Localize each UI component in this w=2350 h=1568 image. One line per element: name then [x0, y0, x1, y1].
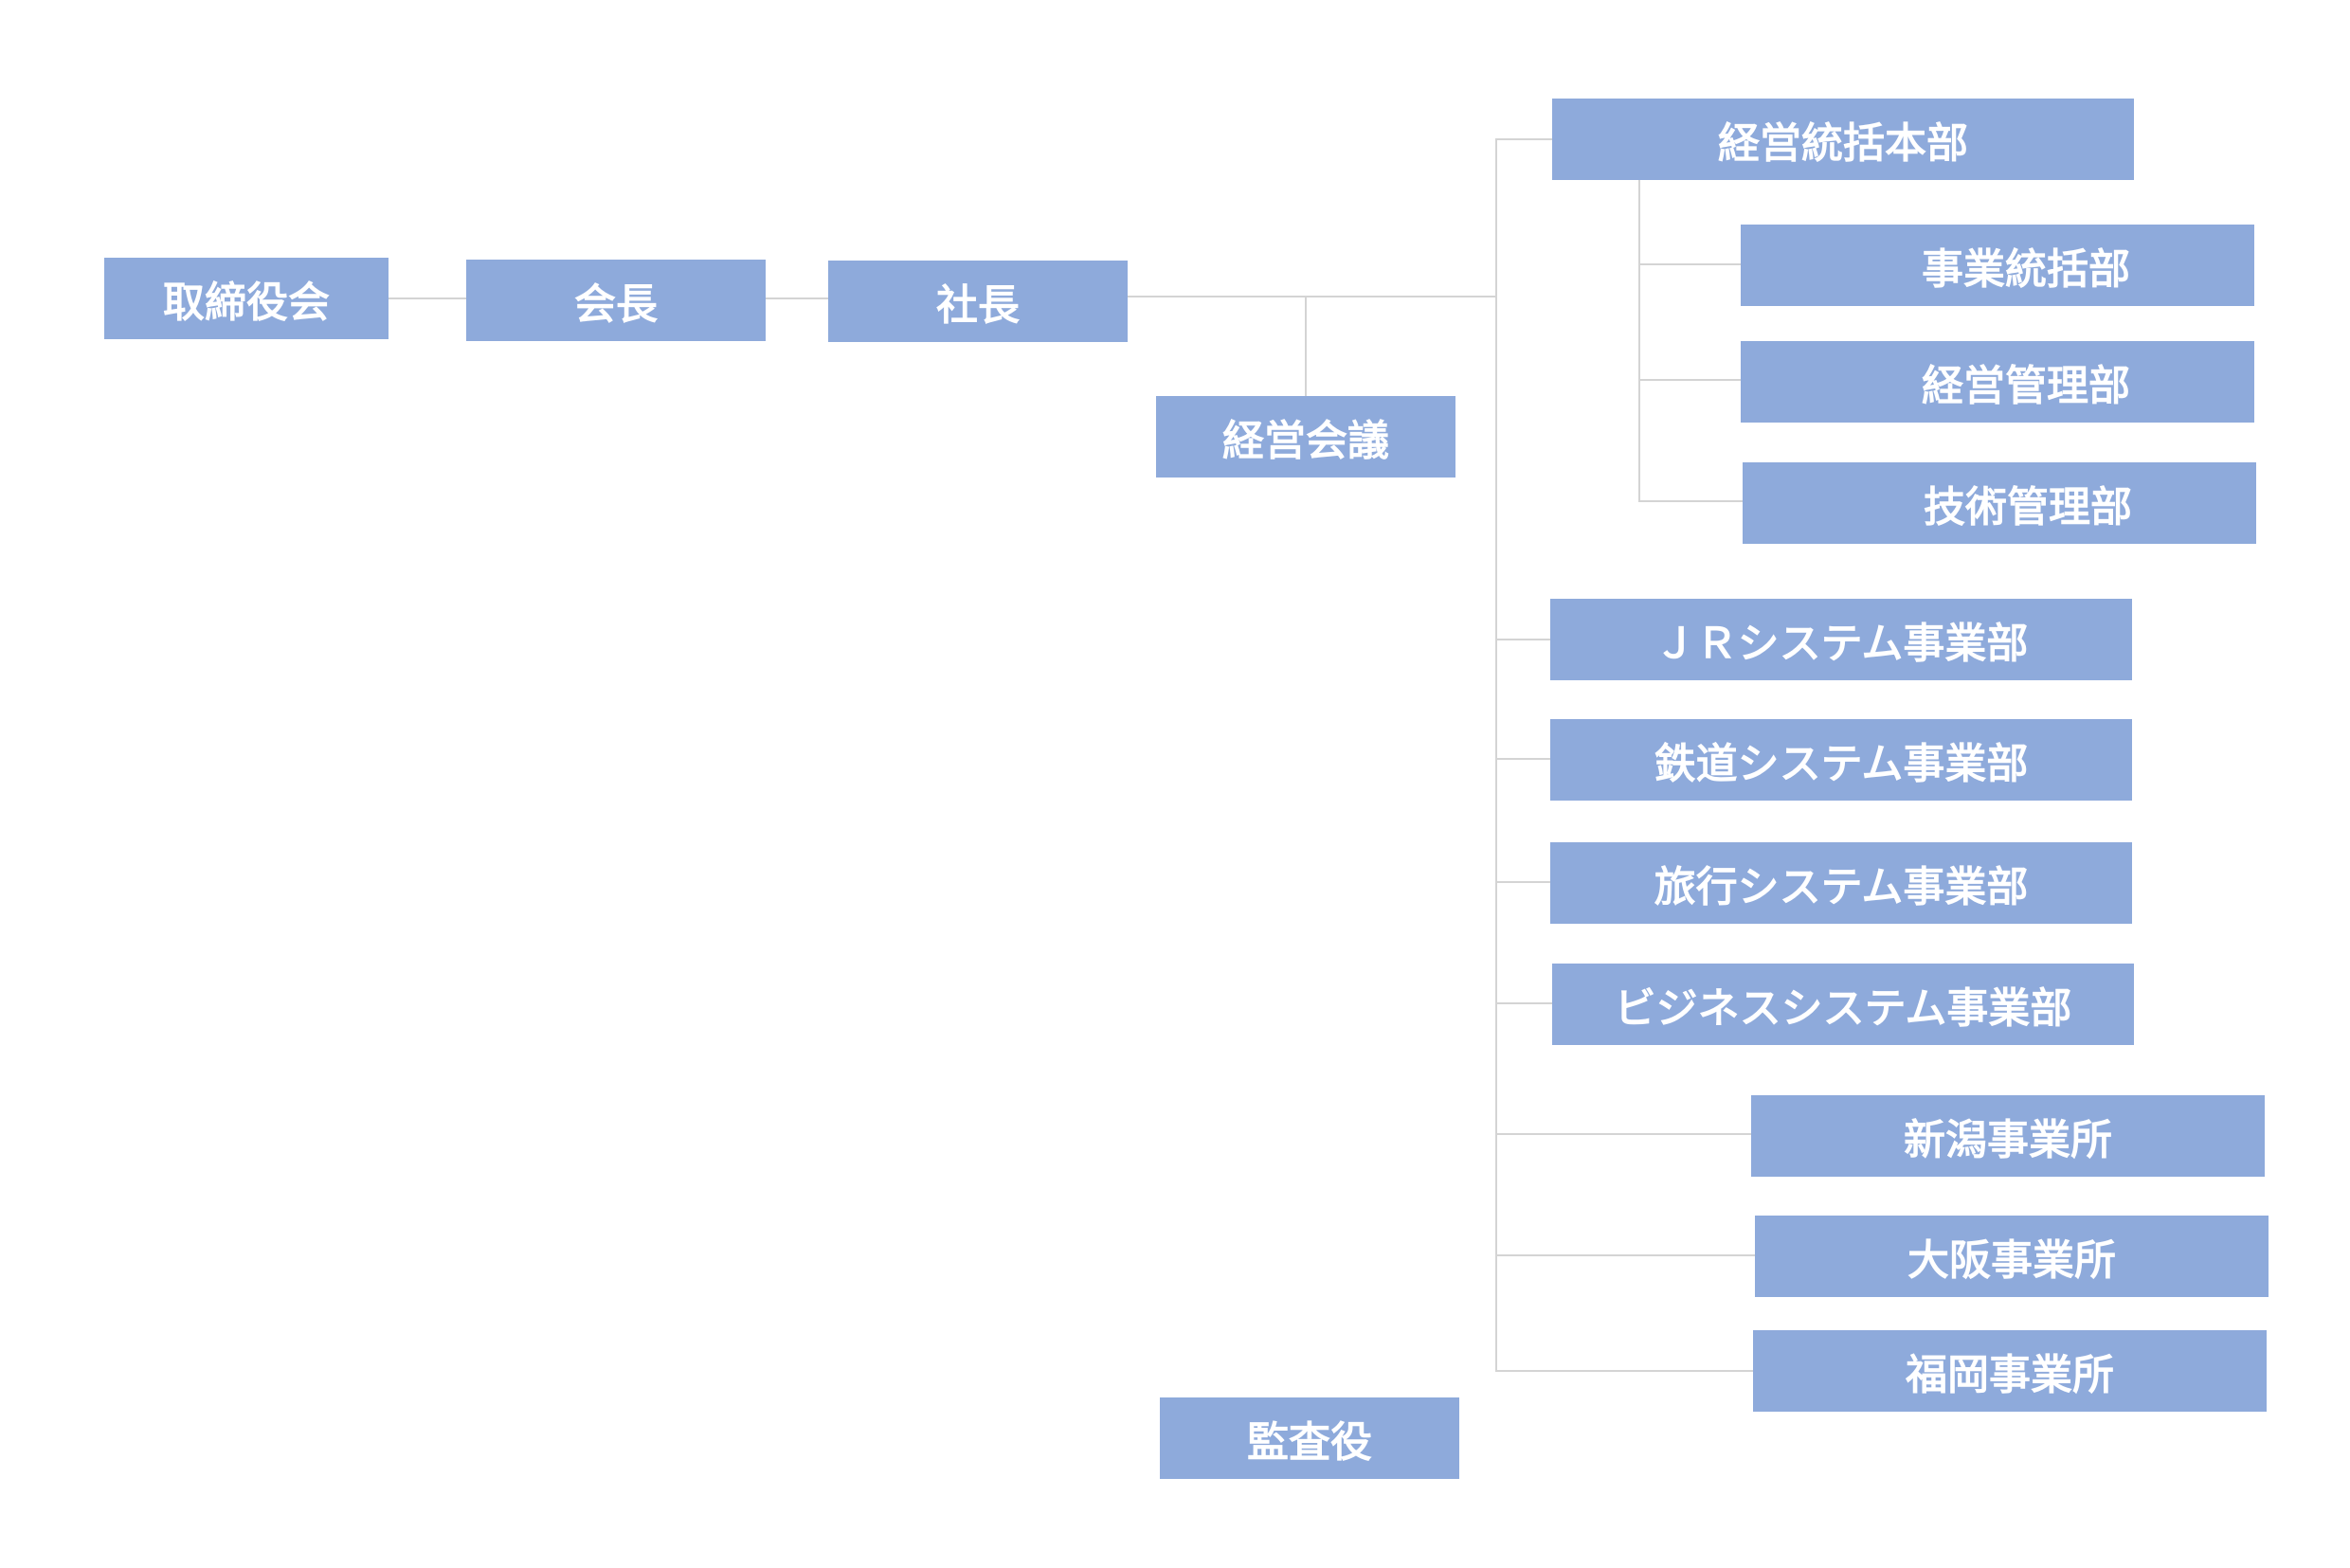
node-board: 取締役会	[104, 258, 389, 339]
node-business-systems: ビジネスシステム事業部	[1552, 964, 2134, 1045]
connector-hq-tech-admin	[1638, 500, 1743, 502]
node-management-hq: 経営統括本部	[1552, 99, 2134, 180]
connector-trunk-hq	[1495, 138, 1552, 140]
connector-chairman-president	[766, 297, 828, 299]
connector-board-chairman	[389, 297, 466, 299]
node-chairman: 会長	[466, 260, 766, 341]
connector-trunk-osaka	[1495, 1254, 1755, 1256]
connector-trunk-business	[1495, 1002, 1552, 1004]
connector-president-trunk	[1128, 296, 1495, 297]
connector-trunk-travel	[1495, 881, 1550, 883]
trunk-line	[1495, 138, 1497, 1372]
connector-president-meeting	[1305, 296, 1307, 396]
connector-trunk-railway	[1495, 758, 1550, 760]
node-management-meeting: 経営会議	[1156, 396, 1455, 478]
node-auditor: 監査役	[1160, 1397, 1459, 1479]
node-travel-systems: 旅行システム事業部	[1550, 842, 2132, 924]
node-osaka-office: 大阪事業所	[1755, 1216, 2269, 1297]
hq-branch-line	[1638, 180, 1640, 502]
node-jr-systems: ＪＲシステム事業部	[1550, 599, 2132, 680]
connector-hq-management-admin	[1638, 379, 1741, 381]
node-niigata-office: 新潟事業所	[1751, 1095, 2265, 1177]
node-tech-admin: 技術管理部	[1743, 462, 2256, 544]
node-president: 社長	[828, 261, 1128, 342]
connector-trunk-niigata	[1495, 1133, 1751, 1135]
node-fukuoka-office: 福岡事業所	[1753, 1330, 2267, 1412]
connector-hq-business-control	[1638, 263, 1741, 265]
connector-trunk-fukuoka	[1495, 1370, 1753, 1372]
node-railway-systems: 鉄道システム事業部	[1550, 719, 2132, 801]
node-management-admin: 経営管理部	[1741, 341, 2254, 423]
connector-trunk-jr	[1495, 639, 1550, 640]
node-business-control: 事業統括部	[1741, 225, 2254, 306]
